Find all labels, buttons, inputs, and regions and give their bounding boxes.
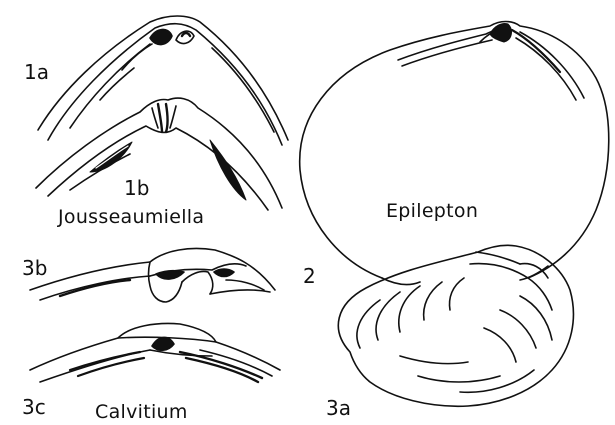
figure-label-3b: 3b bbox=[22, 258, 47, 278]
hinge-drawing-3c bbox=[30, 324, 280, 382]
hinge-drawing-3b bbox=[30, 249, 275, 303]
shell-outline-2 bbox=[300, 22, 609, 285]
figure-label-3a: 3a bbox=[326, 398, 351, 418]
figure-label-1b: 1b bbox=[124, 178, 149, 198]
genus-label-calvitium: Calvitium bbox=[95, 403, 188, 422]
hinge-drawing-1b bbox=[36, 98, 282, 210]
figure-label-3c: 3c bbox=[22, 397, 46, 417]
genus-label-jousseaumiella: Jousseaumiella bbox=[58, 208, 204, 227]
genus-label-epilepton: Epilepton bbox=[386, 202, 478, 221]
figure-label-2: 2 bbox=[303, 266, 316, 286]
figure-label-1a: 1a bbox=[24, 62, 49, 82]
hinge-drawing-1a bbox=[38, 16, 288, 145]
shell-outline-3a bbox=[338, 245, 573, 406]
